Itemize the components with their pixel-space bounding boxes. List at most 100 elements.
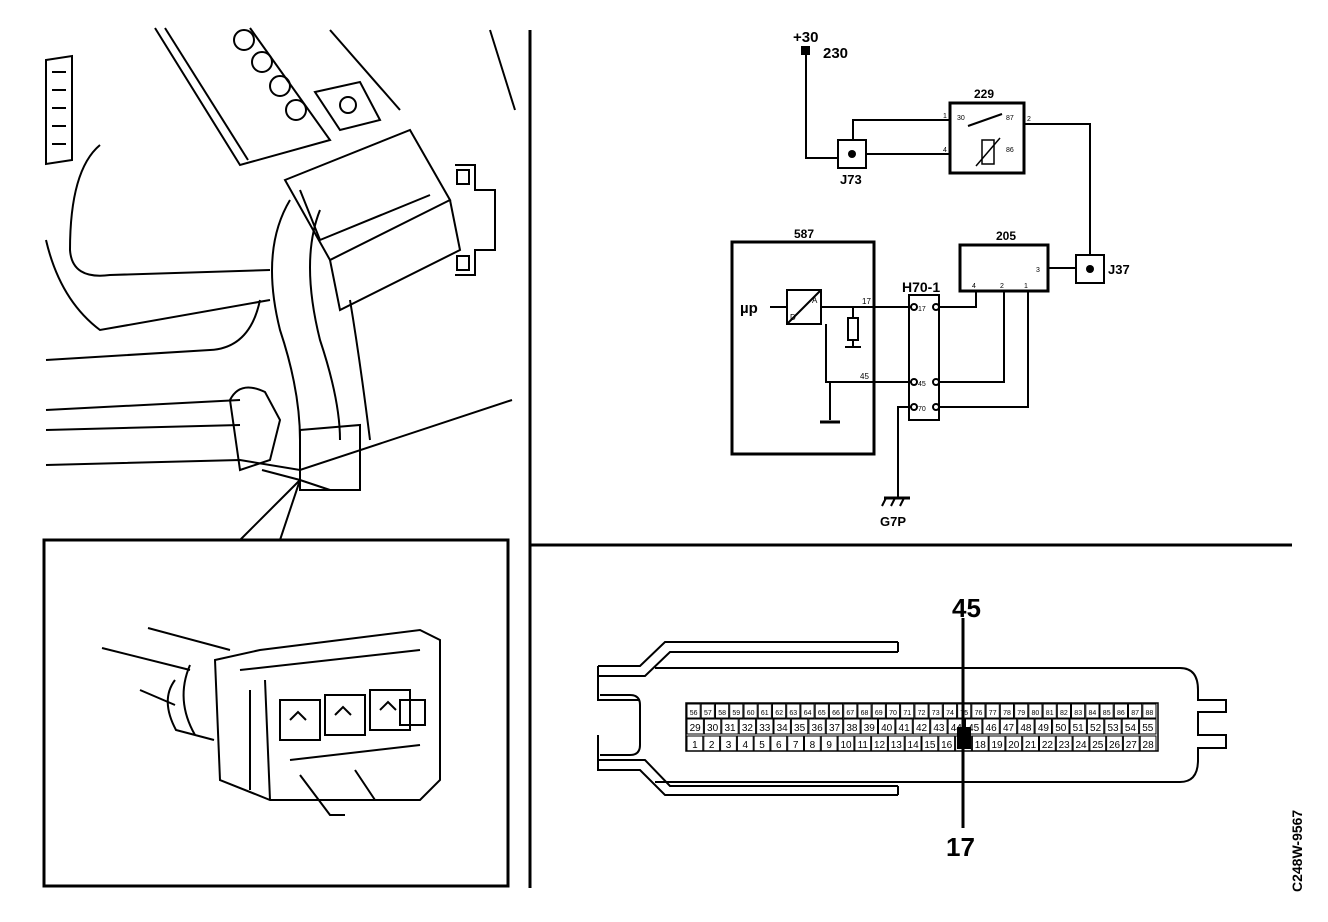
pin-cell-8 — [804, 735, 821, 752]
ecu-label: 587 — [794, 227, 814, 241]
pin-cell-69 — [871, 703, 886, 719]
pin-cell-52 — [1086, 718, 1105, 735]
pin-label-15: 15 — [924, 740, 936, 751]
pin-cell-50 — [1052, 718, 1070, 735]
pin-label-5: 5 — [759, 740, 765, 751]
sensor-label: 205 — [996, 229, 1016, 243]
relay-pin-87-label: 87 — [1006, 115, 1014, 122]
pin-cell-21 — [1022, 735, 1040, 752]
pin-cell-53 — [1104, 718, 1122, 735]
pin-label-86: 86 — [1117, 710, 1125, 717]
pin-cell-7 — [787, 735, 805, 752]
pin-cell-82 — [1056, 703, 1072, 719]
pin-label-51: 51 — [1073, 723, 1085, 734]
pin-cell-46 — [982, 718, 1000, 735]
callout-17: 17 — [946, 832, 975, 862]
pin-label-33: 33 — [759, 723, 771, 734]
pin-label-25: 25 — [1092, 740, 1104, 751]
pin-cell-54 — [1121, 718, 1140, 735]
pin-cell-16 — [938, 735, 956, 752]
pin-cell-47 — [999, 718, 1018, 735]
pin-label-38: 38 — [846, 723, 858, 734]
pin-label-24: 24 — [1075, 740, 1087, 751]
pin-cell-29 — [686, 718, 704, 735]
pin-label-59: 59 — [732, 710, 740, 717]
pin-label-48: 48 — [1020, 723, 1032, 734]
pin-cell-49 — [1034, 718, 1052, 735]
pin-cell-79 — [1014, 703, 1029, 719]
pin-label-74: 74 — [946, 710, 954, 717]
pin-cell-60 — [743, 703, 758, 719]
pin-label-30: 30 — [707, 723, 719, 734]
pin-label-34: 34 — [777, 723, 789, 734]
ecu-pin-45-label: 45 — [860, 372, 869, 381]
conn-pin-17-label: 17 — [918, 306, 926, 313]
pin-cell-64 — [800, 703, 815, 719]
pin-cell-84 — [1085, 703, 1100, 719]
pin-cell-45 — [965, 718, 983, 735]
pin-label-39: 39 — [864, 723, 876, 734]
pin-cell-85 — [1099, 703, 1114, 719]
pin-label-11: 11 — [858, 740, 869, 751]
pin-label-45: 45 — [968, 723, 980, 734]
panel-dividers — [528, 30, 1292, 888]
pin-label-9: 9 — [826, 740, 832, 751]
wiring-schematic: +30 230 — [730, 29, 1130, 529]
relay-label: 229 — [974, 87, 994, 101]
pin-cell-19 — [988, 735, 1006, 752]
ecu-pin-17-label: 17 — [862, 297, 871, 306]
pin-cell-35 — [790, 718, 809, 735]
pin-label-14: 14 — [908, 740, 920, 751]
pin-label-72: 72 — [918, 710, 926, 717]
pin-cell-18 — [971, 735, 989, 752]
pin-cell-59 — [729, 703, 744, 719]
pin-cell-70 — [885, 703, 901, 719]
pin-label-27: 27 — [1126, 740, 1138, 751]
pin-cell-13 — [887, 735, 905, 752]
pin-label-83: 83 — [1074, 710, 1082, 717]
pin-cell-38 — [843, 718, 861, 735]
pin-label-44: 44 — [951, 723, 963, 734]
pin-cell-48 — [1017, 718, 1035, 735]
pin-label-28: 28 — [1143, 740, 1155, 751]
pin-cell-74 — [942, 703, 958, 719]
pin-cell-31 — [721, 718, 739, 735]
pin-cell-39 — [860, 718, 878, 735]
pin-label-50: 50 — [1055, 723, 1067, 734]
pin-cell-87 — [1128, 703, 1143, 719]
pin-label-54: 54 — [1125, 723, 1137, 734]
pin-cell-77 — [985, 703, 1000, 719]
pin-label-31: 31 — [724, 723, 736, 734]
pin-cell-32 — [738, 718, 757, 735]
pin-label-69: 69 — [875, 710, 883, 717]
figure-code: C248W-9567 — [1289, 810, 1305, 892]
pin-cell-14 — [904, 735, 922, 752]
relay-pin-2-label: 2 — [1027, 116, 1031, 123]
pin-label-73: 73 — [932, 710, 940, 717]
supply-terminal — [801, 46, 810, 55]
pin-label-81: 81 — [1046, 710, 1054, 717]
pin-label-16: 16 — [941, 740, 953, 751]
pin-label-22: 22 — [1042, 740, 1054, 751]
sensor-pin-1-label: 1 — [1024, 283, 1028, 290]
pin-label-1: 1 — [692, 740, 698, 751]
pin-cell-27 — [1122, 735, 1140, 752]
pinout-row-bottom: 1234567891011121314151617181920212223242… — [686, 735, 1157, 752]
pin-cell-36 — [808, 718, 826, 735]
connector-inset-frame — [42, 538, 510, 888]
pin-label-23: 23 — [1059, 740, 1071, 751]
pin-label-47: 47 — [1003, 723, 1015, 734]
pin-cell-4 — [736, 735, 754, 752]
pin-label-70: 70 — [889, 710, 897, 717]
pin-label-80: 80 — [1032, 710, 1040, 717]
pin-cell-2 — [703, 735, 721, 752]
pin-label-78: 78 — [1003, 710, 1011, 717]
pin-cell-42 — [912, 718, 931, 735]
pin-cell-43 — [930, 718, 948, 735]
pin-label-8: 8 — [810, 740, 816, 751]
conn-pin-70-label: 70 — [918, 406, 926, 413]
converter-a-label: A — [812, 296, 818, 305]
pin-highlight-marker — [957, 727, 971, 749]
pin-cell-23 — [1055, 735, 1073, 752]
